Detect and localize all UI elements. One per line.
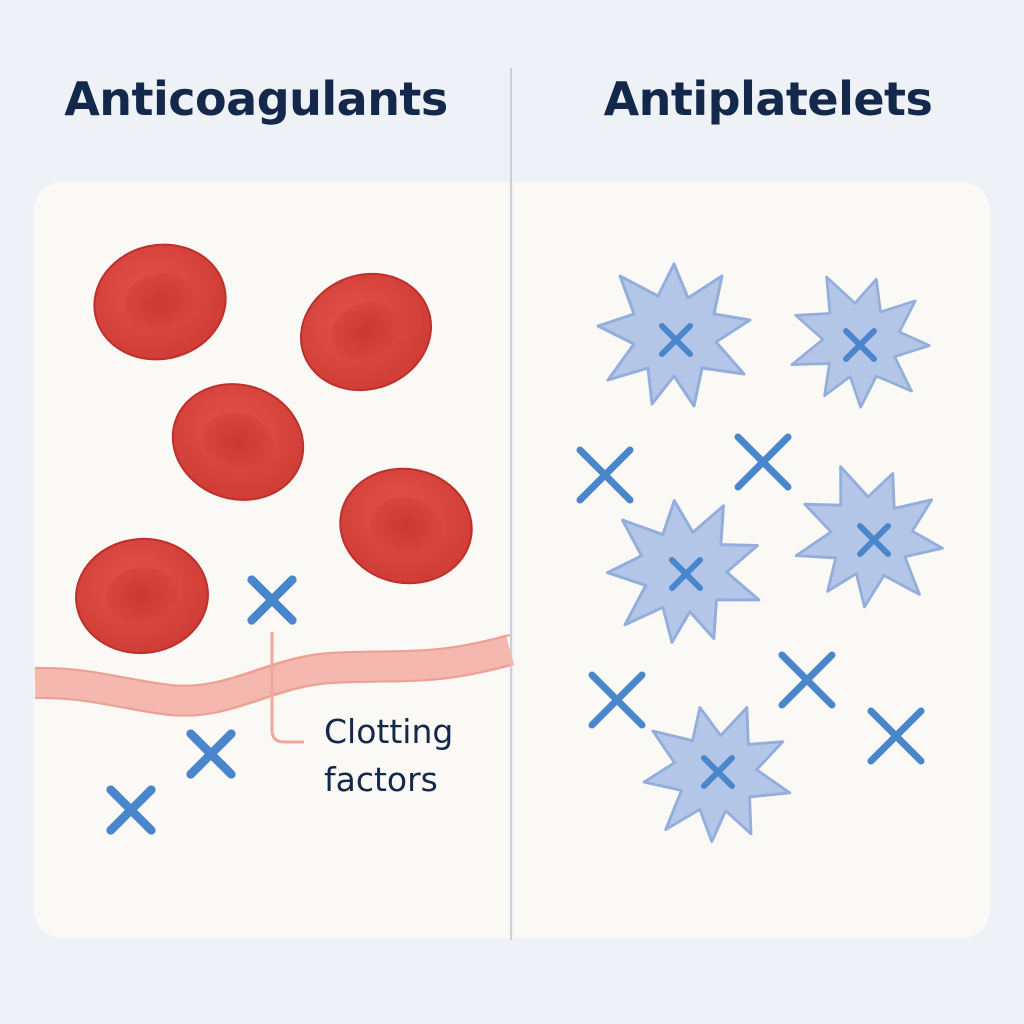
red-blood-cell-icon — [156, 366, 320, 518]
red-blood-cell-icon — [70, 532, 214, 660]
red-blood-cell-icon — [82, 231, 238, 373]
clotting-factors-label-line1: Clotting — [324, 712, 454, 751]
clotting-factors-label: Clotting factors — [324, 708, 453, 804]
center-divider — [510, 68, 512, 940]
platelet-icon — [777, 447, 963, 627]
platelet-icon — [775, 260, 944, 422]
x-mark-icon — [871, 711, 921, 761]
clotting-factors-label-line2: factors — [324, 760, 438, 799]
platelet-icon — [597, 488, 771, 654]
x-mark-icon — [580, 450, 630, 500]
x-mark-icon — [782, 655, 832, 705]
red-blood-cell-icon — [330, 457, 482, 595]
x-mark-icon — [252, 580, 293, 621]
antiplatelets-title: Antiplatelets — [603, 72, 933, 126]
clotting-factors-leader-line — [270, 632, 304, 744]
x-mark-icon — [592, 675, 642, 725]
platelet-icon — [628, 688, 805, 858]
red-blood-cell-icon — [283, 254, 449, 410]
x-mark-icon — [111, 790, 152, 831]
platelet-icon — [596, 262, 752, 408]
x-mark-icon — [191, 734, 232, 775]
x-mark-icon — [738, 437, 788, 487]
anticoagulants-title: Anticoagulants — [64, 72, 448, 126]
blood-vessel-wall — [34, 634, 515, 717]
